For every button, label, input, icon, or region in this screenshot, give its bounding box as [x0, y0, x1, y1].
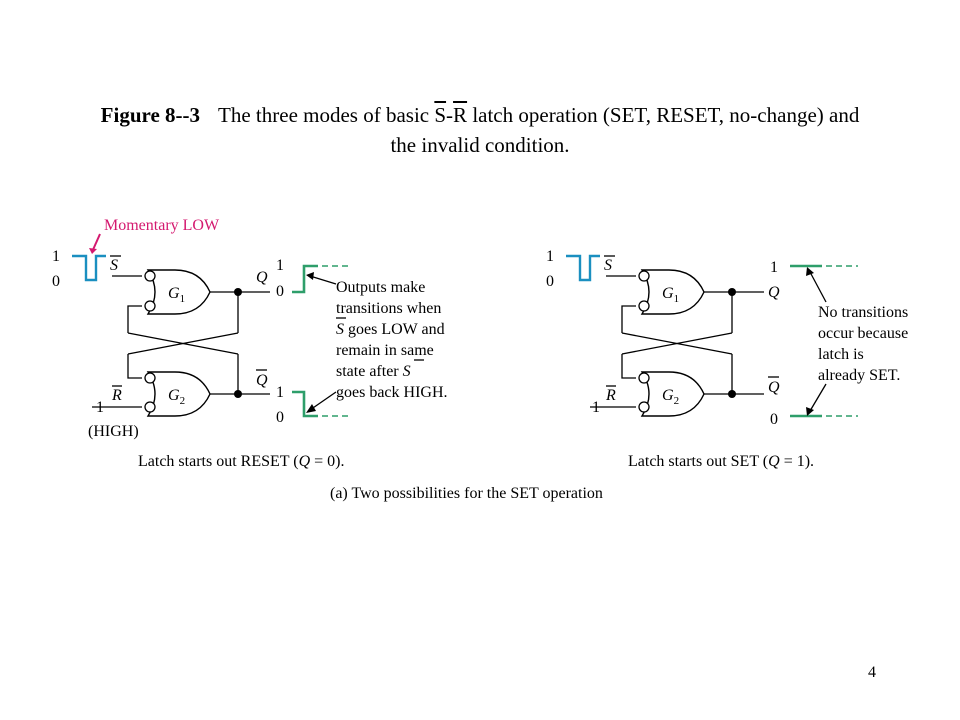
left-q-output-waveform [292, 264, 318, 294]
right-note-line4: already SET. [818, 367, 900, 384]
right-g2-gate [640, 371, 705, 417]
right-s-input-pulse [566, 254, 600, 282]
left-qbar-label: Q [256, 372, 268, 389]
left-g1-gate [146, 269, 211, 315]
figure-number: Figure 8--3 [100, 103, 201, 127]
title-text-post: latch operation (SET, RESET, no-change) … [467, 103, 860, 127]
left-g1-label: G1 [168, 285, 185, 305]
right-g2-label: G2 [662, 387, 679, 407]
left-note-arrowhead-bottom [306, 404, 316, 413]
left-g2-bubble-bottom [144, 401, 156, 413]
left-level-zero: 0 [52, 273, 60, 290]
right-g1-feedback-wire [621, 305, 636, 333]
left-g1-feedback-wire [127, 305, 142, 333]
left-q-label: Q [256, 269, 268, 286]
left-high-label: (HIGH) [88, 423, 139, 440]
left-r-bar-label: R [111, 387, 122, 404]
right-g1-gate [640, 269, 705, 315]
right-r-level: 1 [592, 399, 600, 416]
right-g1-bubble-bottom [638, 300, 650, 312]
right-level-zero: 0 [546, 273, 554, 290]
left-qbar-level-one: 1 [276, 384, 284, 401]
left-note-arrow-top [309, 275, 337, 285]
title-text-pre: The three modes of basic [218, 103, 435, 127]
right-q-label: Q [768, 284, 780, 301]
right-note-arrow-top [809, 271, 827, 303]
left-s-bar-label: S [110, 257, 118, 274]
left-q-level-one: 1 [276, 257, 284, 274]
title-dash: - [446, 103, 454, 127]
right-note-arrowhead-bottom [806, 407, 814, 416]
right-note-line1: No transitions [818, 304, 908, 321]
left-caption: Latch starts out RESET (Q = 0). [138, 453, 345, 470]
left-r-level: 1 [96, 399, 104, 416]
left-note-line5: state after S [336, 363, 411, 380]
right-g2-bubble-bottom [638, 401, 650, 413]
left-note-line6: goes back HIGH. [336, 384, 448, 401]
left-note-line3: S goes LOW and [336, 321, 445, 338]
right-g1-label: G1 [662, 285, 679, 305]
left-g2-feedback-wire [127, 354, 142, 379]
momentary-low-label: Momentary LOW [104, 217, 220, 234]
left-q-level-zero: 0 [276, 283, 284, 300]
left-s-input-pulse [72, 254, 106, 282]
right-g2-bubble-top [638, 372, 650, 384]
right-qbar-label: Q [768, 379, 780, 396]
page-number: 4 [868, 664, 876, 681]
right-latch: 1 0 S G1 Q G2 R 1 Q 1 0 [546, 248, 908, 470]
left-qbar-level-zero: 0 [276, 409, 284, 426]
right-r-bar-label: R [605, 387, 616, 404]
left-note-line2: transitions when [336, 300, 441, 317]
left-g2-gate [146, 371, 211, 417]
right-caption: Latch starts out SET (Q = 1). [628, 453, 814, 470]
left-note-arrow-bottom [309, 391, 337, 411]
right-note-arrowhead-top [806, 267, 814, 276]
left-g1-bubble-top [144, 270, 156, 282]
title-r-bar: R [453, 103, 468, 127]
right-g2-feedback-wire [621, 354, 636, 379]
left-note-line4: remain in same [336, 342, 434, 359]
sub-caption: (a) Two possibilities for the SET operat… [330, 485, 603, 502]
right-s-bar-label: S [604, 257, 612, 274]
right-level-one: 1 [546, 248, 554, 265]
right-cross-wire-2 [621, 332, 733, 355]
right-note-line3: latch is [818, 346, 864, 363]
right-qbar-level-zero: 0 [770, 411, 778, 428]
left-level-one: 1 [52, 248, 60, 265]
left-note-arrowhead-top [306, 272, 314, 280]
right-q-level-one: 1 [770, 259, 778, 276]
right-g1-bubble-top [638, 270, 650, 282]
right-note-arrow-bottom [809, 383, 827, 412]
left-g1-bubble-bottom [144, 300, 156, 312]
left-g2-label: G2 [168, 387, 185, 407]
momentary-arrowhead [89, 248, 97, 254]
left-cross-wire-2 [127, 332, 239, 355]
left-latch: Momentary LOW 1 0 S G1 Q G2 R 1 [52, 217, 448, 470]
title-s-bar: S [434, 103, 447, 127]
right-note-line2: occur because [818, 325, 908, 342]
figure-title-line2: the invalid condition. [390, 133, 570, 157]
left-note-line1: Outputs make [336, 279, 425, 296]
left-qbar-output-waveform [292, 390, 318, 418]
left-g2-bubble-top [144, 372, 156, 384]
